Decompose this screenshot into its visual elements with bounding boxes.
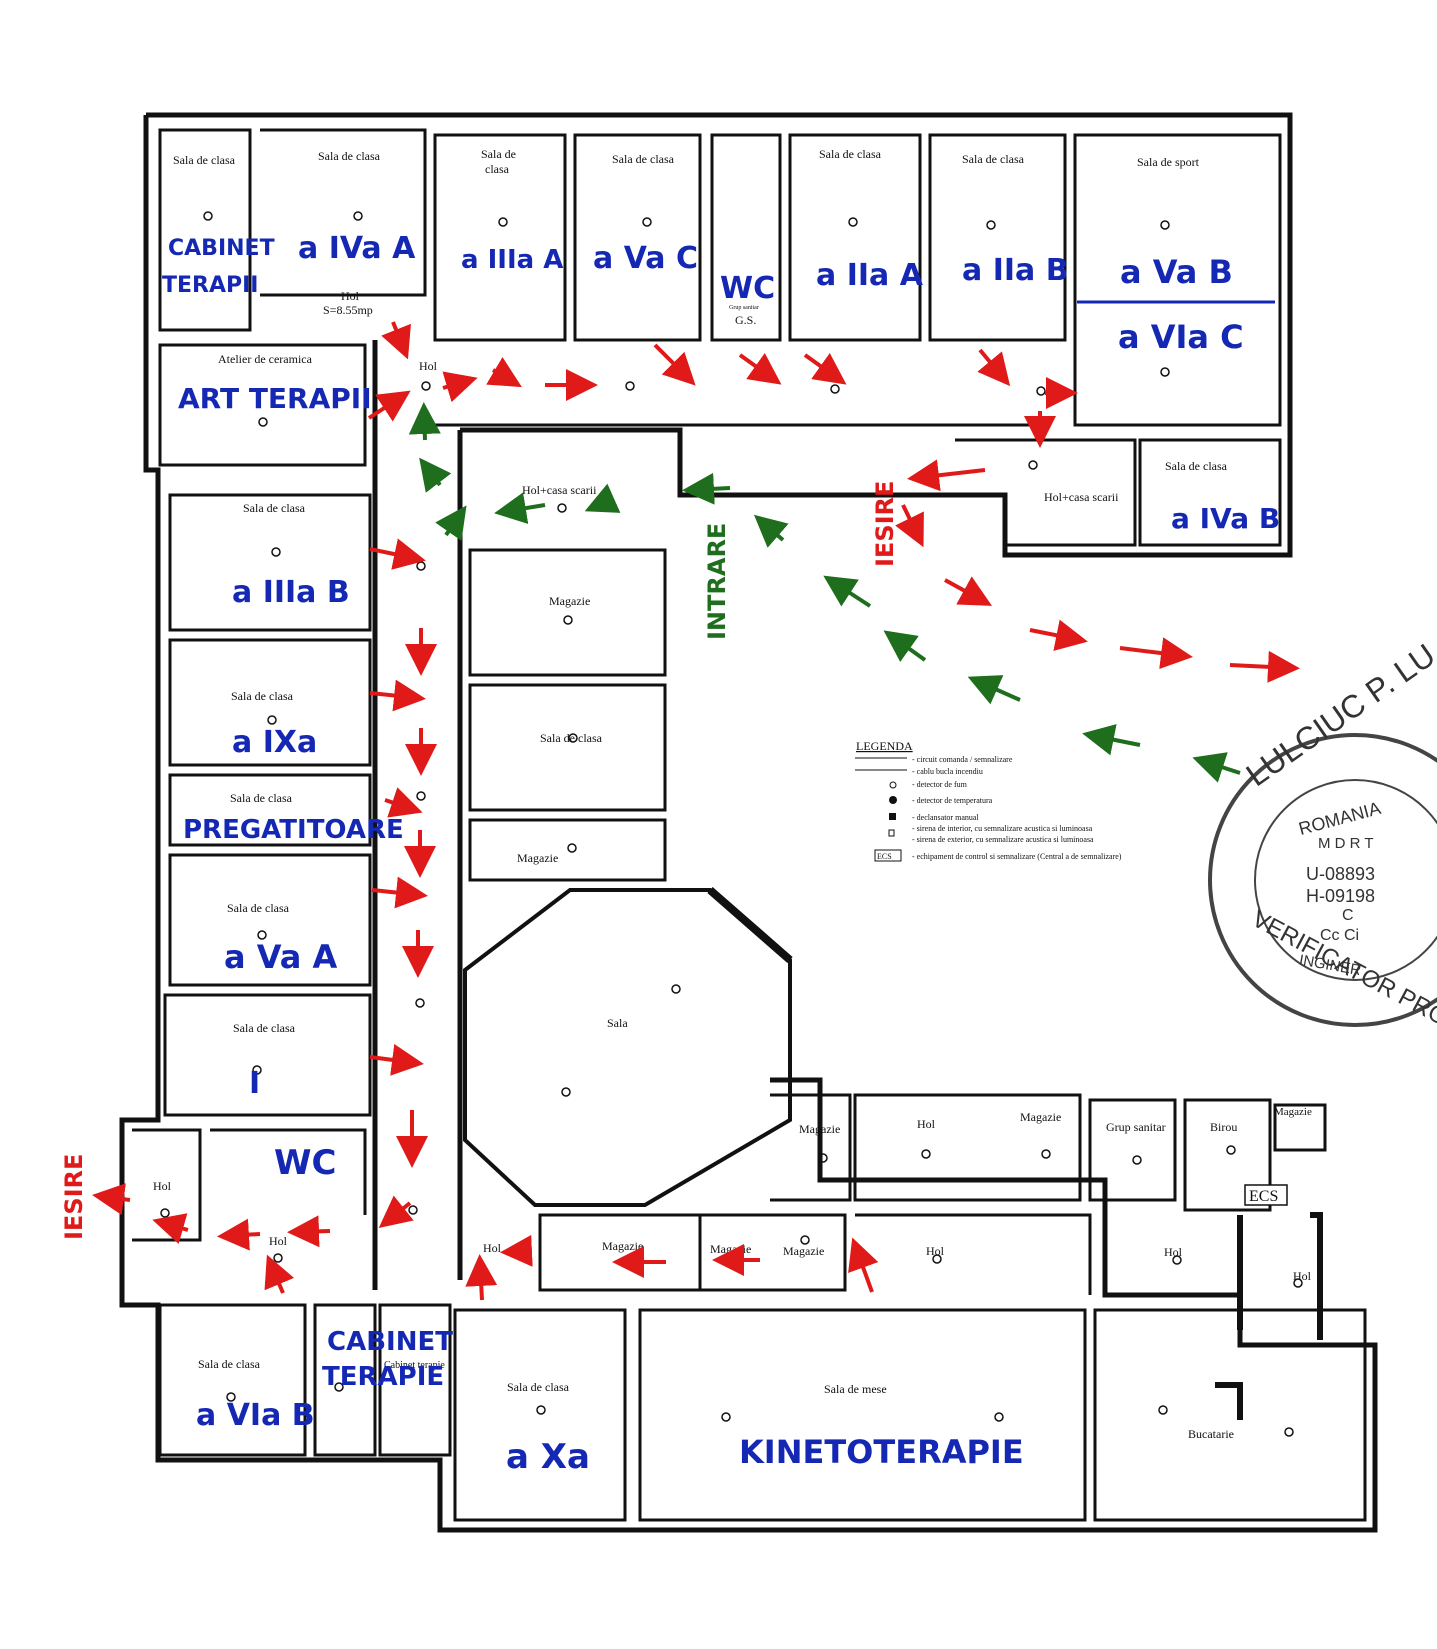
- ecs-box: [1244, 1184, 1288, 1206]
- room-label: Magazie: [549, 594, 590, 608]
- handwritten-labels: CABINET TERAPII a IVa A a IIIa A a Va C …: [60, 231, 1280, 1477]
- engineer-stamp: LULCIUC P. LU ROMANIA M D R T U-08893 H-…: [1208, 637, 1437, 1050]
- exit-arrows: [92, 321, 1300, 1301]
- room-label: Magazie: [602, 1239, 643, 1253]
- hand-label: a IIIa B: [232, 575, 350, 610]
- stamp-country: ROMANIA: [1297, 798, 1383, 839]
- legend-title: LEGENDA: [856, 739, 913, 753]
- room-label: Grup sanitar: [1106, 1120, 1166, 1134]
- room-label: Hol+casa scarii: [522, 483, 597, 497]
- room-label: Sala de clasa: [540, 731, 603, 745]
- legend-ecs: ECS: [877, 852, 892, 861]
- hand-label: PREGATITOARE: [183, 815, 404, 845]
- room-label: Sala de clasa: [227, 901, 290, 915]
- stamp-name: LULCIUC P. LU: [1239, 637, 1437, 794]
- room-label: Sala de mese: [824, 1382, 887, 1396]
- room-label: Sala de clasa: [612, 152, 675, 166]
- legend-item: - circuit comanda / semnalizare: [912, 755, 1013, 764]
- hand-label: a Va C: [593, 241, 698, 276]
- hand-label: a IVa B: [1171, 502, 1280, 535]
- stamp-org: M D R T: [1318, 835, 1374, 852]
- room-label: Magazie: [710, 1242, 751, 1256]
- legend-item: - echipament de control si semnalizare (…: [912, 852, 1122, 861]
- room-label: Sala de clasa: [198, 1357, 261, 1371]
- room-label: Sala de clasa: [819, 147, 882, 161]
- hand-label: a Va B: [1120, 253, 1233, 291]
- room-label: Cabinet terapie: [384, 1360, 445, 1371]
- room-label: Sala de clasa: [318, 149, 381, 163]
- exit-label: IESIRE: [60, 1154, 88, 1240]
- room-label: Magazie: [1020, 1110, 1061, 1124]
- exit-label: IESIRE: [871, 481, 899, 567]
- room-label: Atelier de ceramica: [218, 352, 313, 366]
- hand-label: a IIa B: [962, 253, 1069, 288]
- hand-label: ART TERAPII: [178, 382, 372, 415]
- hand-label: a Va A: [224, 938, 337, 976]
- room-label: Sala de sport: [1137, 155, 1200, 169]
- legend: LEGENDA ECS - circuit comanda / semnaliz…: [855, 739, 1122, 862]
- room-label: Sala de clasa: [1165, 459, 1228, 473]
- room-label: Hol: [269, 1234, 288, 1248]
- room-label: Sala de: [481, 147, 516, 161]
- legend-item: - detector de temperatura: [912, 796, 993, 805]
- stamp-class: Cc Ci: [1320, 927, 1359, 944]
- walls: [119, 112, 1378, 1533]
- room-label: G.S.: [735, 313, 756, 327]
- room-label: Bucatarie: [1188, 1427, 1234, 1441]
- room-label: Birou: [1210, 1120, 1237, 1134]
- stamp-code: H-09198: [1306, 886, 1375, 906]
- entrance-label: INTRARE: [703, 523, 731, 640]
- legend-item: - sirena de exterior, cu semnalizare acu…: [912, 835, 1094, 844]
- room-label: Sala: [607, 1016, 628, 1030]
- room-label: Sala de clasa: [230, 791, 293, 805]
- room-label: Magazie: [1274, 1106, 1312, 1118]
- stamp-code: U-08893: [1306, 864, 1375, 884]
- room-label: S=8.55mp: [323, 303, 373, 317]
- room-label: Hol: [917, 1117, 936, 1131]
- hand-label: a IIIa A: [461, 245, 563, 275]
- room-label: Hol: [483, 1241, 502, 1255]
- hand-label: a IIa A: [816, 258, 924, 293]
- room-label: Hol: [341, 289, 360, 303]
- legend-item: - sirena de interior, cu semnalizare acu…: [912, 824, 1093, 833]
- room-label: Grup sanitar: [729, 305, 759, 311]
- room-label: Hol: [153, 1179, 172, 1193]
- room-label: Hol: [926, 1244, 945, 1258]
- hand-label: CABINET: [327, 1327, 453, 1357]
- room-label: Sala de clasa: [962, 152, 1025, 166]
- hand-label: KINETOTERAPIE: [739, 1433, 1024, 1471]
- legend-item: - detector de fum: [912, 780, 968, 789]
- hand-label: a IXa: [232, 725, 317, 760]
- room-label: clasa: [485, 162, 510, 176]
- hand-label: a Xa: [506, 1437, 590, 1477]
- room-label: Sala de clasa: [507, 1380, 570, 1394]
- entrance-arrows: [408, 402, 1241, 783]
- room-label: Sala de clasa: [173, 153, 236, 167]
- room-label: Hol: [419, 359, 438, 373]
- room-label: Sala de clasa: [243, 501, 306, 515]
- hand-label: a VIa B: [196, 1398, 315, 1433]
- room-label: Magazie: [783, 1244, 824, 1258]
- legend-item: - cablu bucla incendiu: [912, 767, 983, 776]
- hand-label: I: [249, 1066, 260, 1101]
- hand-label: a IVa A: [298, 231, 416, 266]
- ecs-label: ECS: [1249, 1188, 1278, 1205]
- hand-label: a VIa C: [1118, 318, 1244, 356]
- room-label: Sala de clasa: [233, 1021, 296, 1035]
- hand-label: WC: [274, 1143, 336, 1183]
- room-label: Magazie: [799, 1122, 840, 1136]
- room-label: Hol: [1293, 1269, 1312, 1283]
- legend-item: - declansator manual: [912, 813, 979, 822]
- hand-label: WC: [720, 271, 775, 306]
- hand-label: TERAPII: [162, 273, 259, 298]
- room-label: Magazie: [517, 851, 558, 865]
- hand-label: TERAPIE: [322, 1362, 444, 1392]
- hand-label: CABINET: [168, 236, 275, 261]
- room-label: Hol+casa scarii: [1044, 490, 1119, 504]
- room-label: Sala de clasa: [231, 689, 294, 703]
- stamp-class: C: [1342, 907, 1354, 924]
